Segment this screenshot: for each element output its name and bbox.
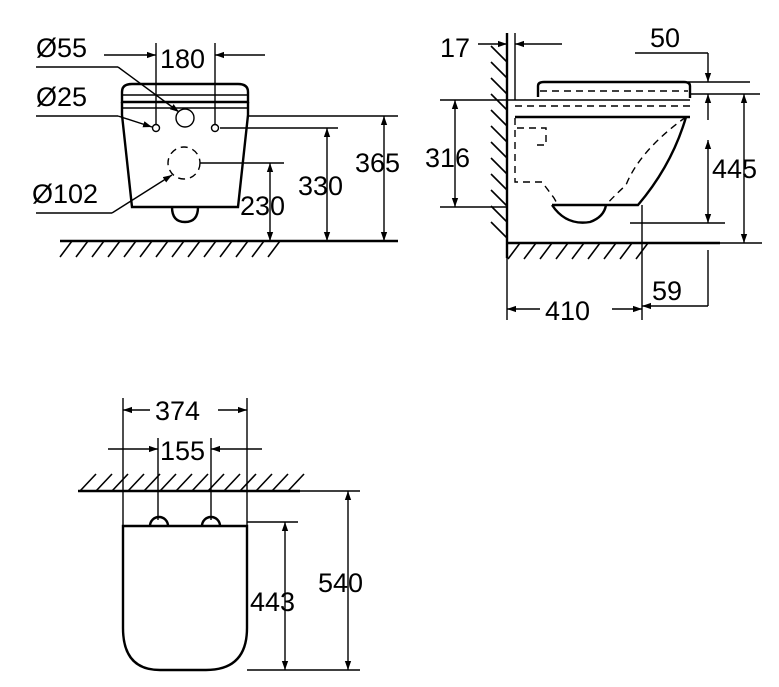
- hole-d25-right: [210, 123, 220, 133]
- dim-330-label: 330: [298, 171, 343, 201]
- dim-410-label: 410: [545, 296, 590, 326]
- dim-50-label: 50: [650, 23, 680, 53]
- side-wall-hatch: [490, 45, 508, 239]
- top-view: 374 155 443 540: [78, 396, 363, 672]
- dim-443-label: 443: [250, 587, 295, 617]
- dim-59-label: 59: [652, 276, 682, 306]
- dim-d55-label: Ø55: [36, 33, 87, 63]
- dim-365-label: 365: [355, 148, 400, 178]
- front-floor-hatch: [59, 240, 281, 258]
- top-seat-outline: [121, 524, 249, 672]
- hole-d25-left: [151, 123, 161, 133]
- dim-17-label: 17: [440, 33, 470, 63]
- side-view: 17 50 316 445 410 59: [425, 23, 762, 326]
- dim-540-label: 540: [318, 568, 363, 598]
- dim-d25-label: Ø25: [36, 82, 87, 112]
- dim-374-label: 374: [155, 396, 200, 426]
- side-floor-hatch: [507, 242, 649, 260]
- dim-180-label: 180: [160, 44, 205, 74]
- dim-316-label: 316: [425, 143, 470, 173]
- top-wall-hatch: [79, 473, 305, 492]
- dim-445-label: 445: [712, 154, 757, 184]
- dim-155-label: 155: [160, 436, 205, 466]
- front-toilet-outline: [120, 82, 250, 224]
- front-view: 180 Ø55 Ø25 Ø102 230 330 365: [32, 33, 400, 258]
- dim-d102-label: Ø102: [32, 179, 98, 209]
- side-toilet-outline: [514, 80, 692, 224]
- bolt-left: [148, 515, 170, 527]
- hole-d55: [175, 108, 195, 128]
- dim-230-label: 230: [240, 191, 285, 221]
- hole-d102: [167, 146, 201, 180]
